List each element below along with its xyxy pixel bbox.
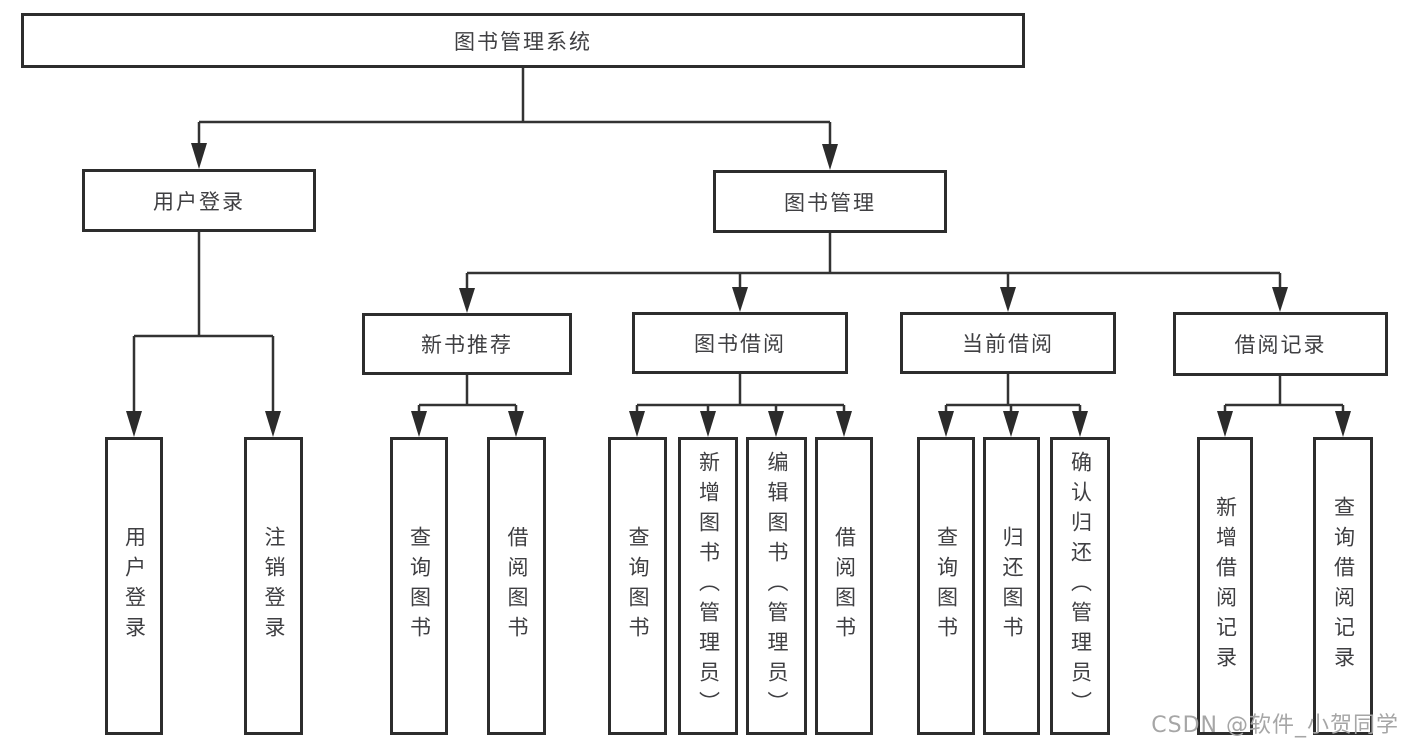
leaf-add-borrow-record: 新增借阅记录 xyxy=(1197,437,1253,735)
leaf-add-borrow-record-label: 新增借阅记录 xyxy=(1213,496,1238,676)
leaf-borrow-book-borrow: 借阅图书 xyxy=(815,437,873,735)
leaf-query-borrow-record: 查询借阅记录 xyxy=(1313,437,1373,735)
leaf-borrow-book-borrow-label: 借阅图书 xyxy=(832,526,857,646)
node-book-management: 图书管理 xyxy=(713,170,947,233)
node-user-login: 用户登录 xyxy=(82,169,316,232)
leaf-confirm-return-admin: 确认归还（管理员） xyxy=(1050,437,1110,735)
leaf-borrow-book-recommend: 借阅图书 xyxy=(487,437,546,735)
node-book-borrow-label: 图书借阅 xyxy=(694,332,786,356)
node-book-borrow: 图书借阅 xyxy=(632,312,848,374)
leaf-query-book-borrow: 查询图书 xyxy=(608,437,667,735)
leaf-return-book: 归还图书 xyxy=(983,437,1040,735)
leaf-user-login-label: 用户登录 xyxy=(122,526,147,646)
leaf-query-borrow-record-label: 查询借阅记录 xyxy=(1331,496,1356,676)
node-borrow-records-label: 借阅记录 xyxy=(1234,333,1327,357)
leaf-confirm-return-admin-label: 确认归还（管理员） xyxy=(1068,451,1093,721)
csdn-watermark: CSDN @软件_小贺同学 xyxy=(1151,713,1399,738)
leaf-query-book-current-label: 查询图书 xyxy=(934,526,959,646)
leaf-query-book-recommend: 查询图书 xyxy=(390,437,448,735)
leaf-edit-book-admin: 编辑图书（管理员） xyxy=(746,437,807,735)
leaf-add-book-admin: 新增图书（管理员） xyxy=(678,437,738,735)
leaf-query-book-recommend-label: 查询图书 xyxy=(407,526,432,646)
leaf-query-book-borrow-label: 查询图书 xyxy=(626,526,650,646)
arrowhead-icons xyxy=(126,143,1351,437)
leaf-edit-book-admin-label: 编辑图书（管理员） xyxy=(765,451,789,721)
leaf-user-login: 用户登录 xyxy=(105,437,163,735)
node-user-login-label: 用户登录 xyxy=(153,189,245,214)
leaf-logout-label: 注销登录 xyxy=(262,526,286,646)
leaf-add-book-admin-label: 新增图书（管理员） xyxy=(696,451,721,721)
node-root-label: 图书管理系统 xyxy=(454,29,592,54)
node-book-management-label: 图书管理 xyxy=(784,190,876,215)
leaf-logout: 注销登录 xyxy=(244,437,303,735)
node-borrow-records: 借阅记录 xyxy=(1173,312,1388,376)
node-current-borrow-label: 当前借阅 xyxy=(962,332,1054,356)
leaf-return-book-label: 归还图书 xyxy=(1000,526,1024,646)
node-new-book-recommend-label: 新书推荐 xyxy=(421,333,513,357)
leaf-query-book-current: 查询图书 xyxy=(917,437,975,735)
node-current-borrow: 当前借阅 xyxy=(900,312,1116,374)
node-new-book-recommend: 新书推荐 xyxy=(362,313,572,375)
leaf-borrow-book-recommend-label: 借阅图书 xyxy=(505,526,529,646)
node-root: 图书管理系统 xyxy=(21,13,1025,68)
